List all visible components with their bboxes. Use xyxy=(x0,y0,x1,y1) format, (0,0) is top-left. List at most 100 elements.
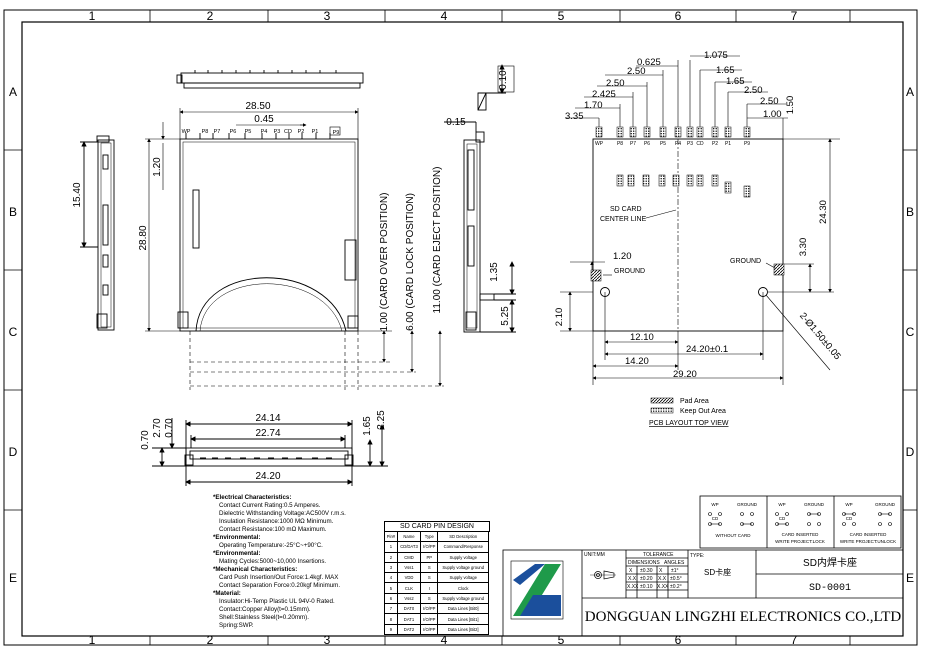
col-label-4: 4 xyxy=(441,9,448,23)
tv-pin-wp: WP xyxy=(182,129,191,135)
spec-line: Contact Separation Force:0.20kgf Minimum… xyxy=(219,582,341,589)
col-label-6-bottom: 6 xyxy=(675,633,682,647)
pcb-dim-120: 1.20 xyxy=(613,251,632,262)
pin-table-cell: 2 xyxy=(384,551,398,563)
tb-tol-r1c3: X xyxy=(659,568,663,574)
tb-type-label: TYPE: xyxy=(690,553,704,559)
tb-tol-r3c2: ±0.10 xyxy=(640,584,653,590)
pcb-dim-2920: 29.20 xyxy=(673,369,697,380)
pin-table-cell: DAT0 xyxy=(396,603,422,615)
side-profile-view xyxy=(176,70,364,89)
col-label-1: 1 xyxy=(89,9,96,23)
dim-front-070b: 0.70 xyxy=(164,418,175,438)
pcb-dimension-lines xyxy=(560,55,840,385)
sw2-caption-2: WRITE PROJECT:LOCK xyxy=(775,539,825,544)
spec-line: Operating Temperature:-25°C~+90°C. xyxy=(219,542,323,549)
dim-right-015: 0.15 xyxy=(446,117,466,128)
spec-line: Shell:Stainless Steel(t=0.20mm). xyxy=(219,614,309,621)
col-label-7-bottom: 7 xyxy=(791,633,798,647)
pin-table-cell: 5 xyxy=(384,582,398,594)
pin-table-cell: CMD xyxy=(396,551,422,563)
pcb-dim-170: 1.70 xyxy=(584,100,603,111)
tv-pin-p4: P4 xyxy=(261,129,268,135)
dim-front-2414: 24.14 xyxy=(255,413,280,424)
dim-top-120: 1.20 xyxy=(152,157,163,177)
row-label-c: C xyxy=(9,325,18,339)
spec-line: Spring:SWP. xyxy=(219,622,254,629)
pin-table-cell: I/O/PP xyxy=(420,603,439,615)
pcb-dim-330: 3.30 xyxy=(798,238,809,257)
tb-tolerance: TOLERANCE xyxy=(643,552,674,558)
pcb-dim-2425: 2.425 xyxy=(592,89,616,100)
tv-pin-cd: CD xyxy=(284,129,292,135)
pin-table-header-cell: Pin# xyxy=(384,530,398,543)
top-view-pin-labels: WP P8 P7 P6 P5 P4 P3 CD P2 P1 P9 xyxy=(182,129,340,136)
row-label-d-right: D xyxy=(906,445,915,459)
sw3-caption-1: CARD INSERTED xyxy=(850,532,887,537)
row-label-b: B xyxy=(9,205,17,219)
pcb-center-line-1: SD CARD xyxy=(610,206,642,213)
pin-table-cell: S xyxy=(420,561,439,574)
pin-table-header-cell: SD Description xyxy=(437,530,489,543)
row-label-b-right: B xyxy=(906,205,914,219)
pin-table-cell: CLK xyxy=(396,582,422,594)
spec-line: *Material: xyxy=(213,590,241,597)
sheet-frame xyxy=(3,9,918,646)
pin-table-cell: VDD xyxy=(396,572,422,584)
pin-table-cell: DAT1 xyxy=(396,613,422,625)
sw1-cd: CD xyxy=(712,516,719,521)
switch-contacts xyxy=(708,512,892,526)
dim-left-height: 15.40 xyxy=(72,182,83,207)
col-label-3: 3 xyxy=(324,9,331,23)
pos-card-lock: 6.00 (CARD LOCK POSITION) xyxy=(405,193,416,331)
pcb-dim-1210: 12.10 xyxy=(630,332,654,343)
pin-table-cell: I/O/PP xyxy=(420,613,439,625)
dim-front-2420: 24.20 xyxy=(255,471,280,482)
spec-line: Contact Current Rating:0.5 Amperes. xyxy=(219,502,321,509)
dim-top-width: 28.50 xyxy=(245,101,270,112)
col-label-7: 7 xyxy=(791,9,798,23)
pcb-dim-hole: 2-Ø1.50±0.05 xyxy=(797,311,843,363)
pin-table-cell: Supply voltage xyxy=(437,551,489,563)
pin-table-cell: I/O/PP xyxy=(420,541,439,553)
left-side-view xyxy=(80,135,115,331)
sw1-caption: WITHOUT CARD xyxy=(716,533,752,538)
sw3-caption-2: WRITE PROJECT:UNLOCK xyxy=(840,539,896,544)
spec-line: Contact Resistance:100 mΩ Maximum. xyxy=(219,526,327,533)
dim-front-270: 2.70 xyxy=(152,418,163,438)
pin-table-cell: Data Lines [Bit1] xyxy=(437,613,489,625)
title-block xyxy=(502,549,904,637)
pin-table-header-cell: Type xyxy=(420,530,439,543)
pcb-pin-p4: P4 xyxy=(675,141,681,147)
tb-tol-r2c1: X.X xyxy=(628,576,637,582)
col-label-3-bottom: 3 xyxy=(324,633,331,647)
tv-pin-p5: P5 xyxy=(245,129,252,135)
pin-table-cell: 7 xyxy=(384,603,398,615)
specifications: *Electrical Characteristics:Contact Curr… xyxy=(213,494,383,630)
pcb-pin-labels: WP P8 P7 P6 P5 P4 P3 CD P2 P1 P9 xyxy=(595,141,750,147)
dim-front-165: 1.65 xyxy=(362,416,373,436)
pin-table-cell: Supply voltage ground xyxy=(437,561,489,574)
pcb-dim-1420: 14.20 xyxy=(625,356,649,367)
spec-line: Insulation Resistance:1000 MΩ Minimum. xyxy=(219,518,334,525)
pcb-layout-title: PCB LAYOUT TOP VIEW xyxy=(649,420,729,427)
top-view-dimensions xyxy=(145,108,359,332)
sw2-ground: GROUND xyxy=(804,502,825,507)
sw3-cd: CD xyxy=(846,516,853,521)
col-label-4-bottom: 4 xyxy=(441,633,448,647)
switch-labels: WP GROUND CD WP GROUND CD WP GROUND CD W… xyxy=(711,502,896,544)
pcb-pin-p8: P8 xyxy=(617,141,623,147)
pos-card-over: 1.00 (CARD OVER POSITION) xyxy=(379,193,390,332)
tv-pin-p9: P9 xyxy=(333,130,340,136)
pcb-dim-335: 3.35 xyxy=(565,111,584,122)
dim-front-2274: 22.74 xyxy=(255,428,280,439)
dim-front-070a: 0.70 xyxy=(140,430,151,450)
col-label-5-bottom: 5 xyxy=(558,633,565,647)
pin-table-cell: CD/DAT3 xyxy=(396,541,422,553)
pcb-dim-texts: 1.075 0.625 1.65 2.50 1.65 2.50 2.425 2.… xyxy=(554,50,843,380)
